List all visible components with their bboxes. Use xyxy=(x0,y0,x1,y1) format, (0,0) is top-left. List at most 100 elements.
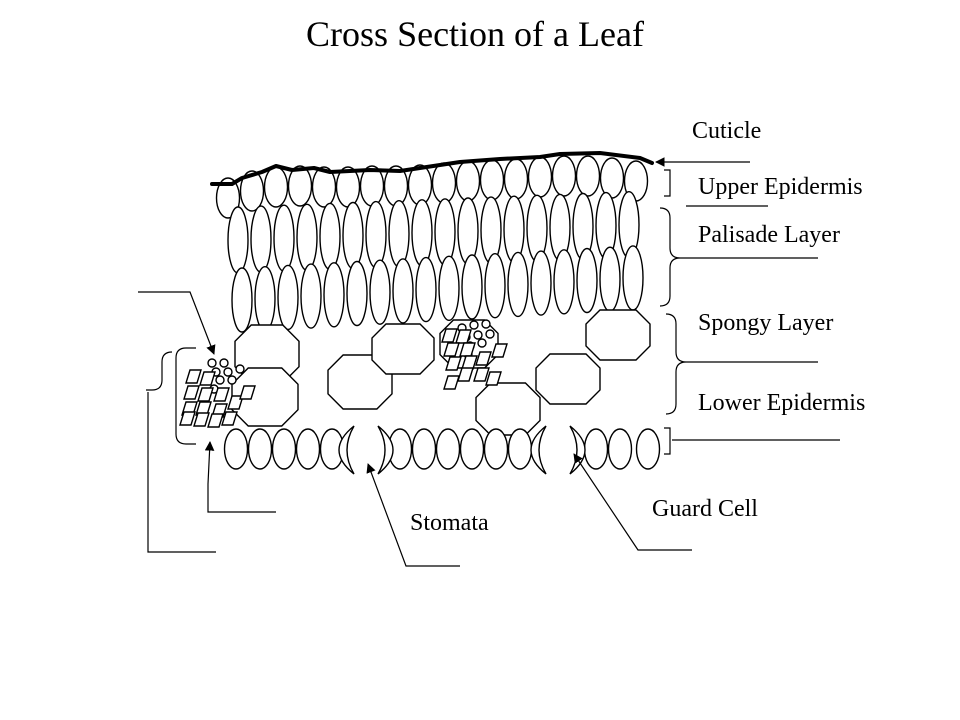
left-bracket-small xyxy=(146,351,173,391)
upper-epidermis-cell xyxy=(503,158,529,200)
palisade-cell xyxy=(438,255,460,321)
chloroplast xyxy=(443,342,460,357)
left-callout-line xyxy=(147,392,216,553)
spongy-cell xyxy=(231,367,299,427)
guard-cell-arrow xyxy=(573,453,692,551)
palisade-cell xyxy=(503,195,525,263)
palisade-cell xyxy=(250,205,272,273)
chloroplast xyxy=(441,328,458,343)
palisade-cell xyxy=(273,204,295,272)
guard-cell xyxy=(338,425,355,475)
chloroplast xyxy=(207,413,224,428)
upper-epidermis-cell xyxy=(311,166,337,208)
chloroplast xyxy=(485,371,502,386)
palisade-cell xyxy=(484,253,506,319)
chloroplast xyxy=(199,371,216,386)
lower-epidermis-cell xyxy=(459,428,485,470)
palisade-cell xyxy=(346,260,368,327)
palisade-cell xyxy=(319,202,341,271)
chloroplast xyxy=(477,338,487,348)
left-bracket-upper xyxy=(175,347,196,445)
upper-epidermis-cell xyxy=(431,162,457,204)
chloroplast xyxy=(223,367,233,377)
palisade-cell xyxy=(599,246,621,312)
chloroplast xyxy=(445,356,462,371)
palisade-cell xyxy=(342,201,364,270)
chloroplast xyxy=(215,375,225,385)
upper-epidermis-cell xyxy=(479,159,505,201)
chloroplast xyxy=(213,387,230,402)
palisade-cell xyxy=(434,198,456,266)
chloroplast xyxy=(481,319,491,329)
label-upper-epidermis: Upper Epidermis xyxy=(698,174,863,200)
guard-cell xyxy=(530,425,547,475)
guard-cell xyxy=(377,425,394,475)
label-palisade-layer: Palisade Layer xyxy=(698,222,840,248)
chloroplast xyxy=(185,369,202,384)
chloroplast xyxy=(473,367,490,382)
label-stomata: Stomata xyxy=(410,510,489,536)
palisade-cell xyxy=(300,263,322,329)
lower-epidermis-cell xyxy=(635,428,661,470)
palisade-cells xyxy=(227,190,644,333)
lower-epidermis-cells xyxy=(223,428,661,470)
palisade-cell xyxy=(388,199,410,268)
bracket-spongy xyxy=(665,313,687,415)
upper-epidermis-cell xyxy=(287,165,313,207)
stomata-arrow xyxy=(366,463,460,567)
cuticle-line xyxy=(210,151,654,186)
upper-epidermis-cell xyxy=(263,166,289,208)
palisade-cell xyxy=(231,267,253,333)
left-upper-arrow xyxy=(138,291,216,355)
bracket-lower-epidermis xyxy=(664,427,671,455)
chloroplast xyxy=(469,320,479,330)
spongy-cell xyxy=(535,353,601,405)
palisade-cell xyxy=(507,251,529,318)
chloroplast xyxy=(183,385,200,400)
chloroplast xyxy=(193,412,210,427)
palisade-cell xyxy=(369,259,391,325)
lower-epidermis-cell xyxy=(607,428,633,470)
palisade-cell xyxy=(622,245,644,311)
palisade-cell xyxy=(530,250,552,316)
chloroplast xyxy=(239,385,256,400)
palisade-cell xyxy=(461,254,483,320)
palisade-cell xyxy=(576,247,598,314)
spongy-cells xyxy=(231,309,651,436)
chloroplast xyxy=(219,358,229,368)
chloroplast xyxy=(235,364,245,374)
palisade-cell xyxy=(526,194,548,263)
chloroplast xyxy=(485,329,495,339)
left-lower-arrow xyxy=(204,441,276,513)
lower-epidermis-cell xyxy=(223,428,249,470)
palisade-cell xyxy=(277,264,299,331)
palisade-cell xyxy=(553,249,575,315)
palisade-cell xyxy=(457,197,479,265)
spongy-cell xyxy=(585,309,651,361)
upper-epidermis-cell xyxy=(215,177,241,219)
palisade-cell xyxy=(227,206,249,274)
page-title: Cross Section of a Leaf xyxy=(306,14,644,54)
label-lower-epidermis: Lower Epidermis xyxy=(698,390,865,416)
chloroplast xyxy=(457,367,474,382)
lower-epidermis-cell xyxy=(271,428,297,470)
palisade-cell xyxy=(480,196,502,264)
label-spongy-layer: Spongy Layer xyxy=(698,310,833,336)
palisade-cell xyxy=(411,199,433,267)
palisade-cell xyxy=(392,258,414,324)
chloroplast xyxy=(221,411,238,426)
spongy-cell xyxy=(475,382,541,436)
upper-epidermis-cell xyxy=(599,157,625,199)
chloroplast xyxy=(473,330,483,340)
palisade-cell xyxy=(254,266,276,332)
chloroplast xyxy=(179,411,196,426)
lower-epidermis-cell xyxy=(507,428,533,470)
lower-epidermis-cell xyxy=(435,428,461,470)
upper-epidermis-cell xyxy=(575,155,601,197)
lower-epidermis-cell xyxy=(295,428,321,470)
lower-epidermis-cell xyxy=(583,428,609,470)
chloroplast xyxy=(197,387,214,402)
bracket-upper-epidermis xyxy=(664,169,671,197)
upper-epidermis-cell xyxy=(527,156,553,198)
